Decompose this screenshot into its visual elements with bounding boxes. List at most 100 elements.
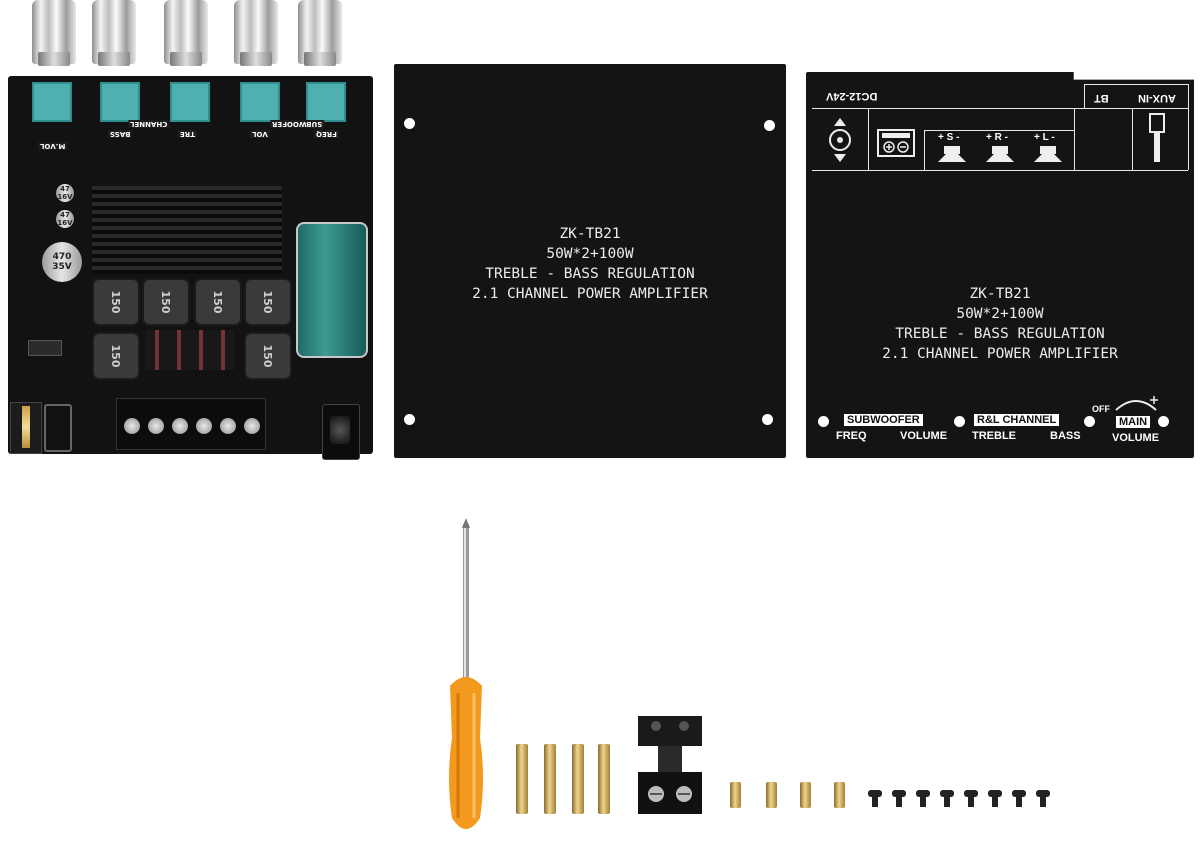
mounting-hole: [404, 118, 415, 129]
terminal-screw: [220, 418, 236, 434]
terminal-connector: [638, 716, 702, 814]
potentiometer: [306, 82, 346, 122]
label-aux-in: AUX-IN: [1138, 92, 1176, 104]
label-main-volume: VOLUME: [1112, 432, 1160, 444]
inductor: 150: [142, 278, 190, 326]
terminal-screw: [196, 418, 212, 434]
grid-line: [1132, 108, 1133, 170]
main-capacitor: [296, 222, 368, 358]
silk-label-subwoofer: SUBWOOFER: [270, 120, 325, 128]
aux-jack-pins: [22, 406, 30, 448]
grid-line: [1074, 108, 1188, 109]
label-dc-input: DC12-24V: [826, 90, 878, 102]
label-speaker-sub: + S -: [938, 132, 960, 143]
knob-hole: [818, 416, 829, 427]
knob-hole: [954, 416, 965, 427]
grid-line: [1084, 84, 1188, 85]
plate-model: ZK-TB21: [559, 226, 621, 242]
cover-plate-back: DC12-24V BT AUX-IN + S - + R - + L - ZK-…: [806, 72, 1194, 458]
silk-label-tre: TRE: [178, 130, 197, 138]
speaker-icon: [1034, 146, 1062, 162]
brass-standoff: [598, 744, 610, 814]
grid-line: [924, 130, 925, 170]
plate-text-block: ZK-TB21 50W*2+100W TREBLE - BASS REGULAT…: [806, 284, 1194, 364]
plate-model: ZK-TB21: [969, 286, 1031, 302]
plate-description: 2.1 CHANNEL POWER AMPLIFIER: [472, 286, 708, 302]
black-screws: [868, 790, 1050, 807]
amplifier-board: M.VOL CHANNEL BASS TRE SUBWOOFER VOL FRE…: [0, 0, 380, 460]
cover-plate-front: ZK-TB21 50W*2+100W TREBLE - BASS REGULAT…: [394, 64, 786, 458]
label-treble: TREBLE: [972, 430, 1016, 442]
plate-power: 50W*2+100W: [956, 306, 1044, 322]
bluetooth-antenna: [44, 404, 72, 452]
plate-power: 50W*2+100W: [546, 246, 634, 262]
label-freq: FREQ: [836, 430, 867, 442]
electrolytic-capacitor: 470 35V: [42, 242, 82, 282]
heatsink: [92, 186, 282, 274]
grid-line: [1188, 84, 1189, 170]
grid-line: [812, 108, 1074, 109]
brass-standoff-small: [800, 782, 811, 808]
volume-arc-icon: [1115, 396, 1158, 411]
terminal-screw: [124, 418, 140, 434]
mounting-hole: [764, 120, 775, 131]
plate-top-right: [1074, 78, 1194, 98]
silk-label-bass: BASS: [108, 130, 133, 138]
label-rl-channel: R&L CHANNEL: [974, 414, 1060, 426]
brass-standoff: [572, 744, 584, 814]
inductor: 150: [92, 278, 140, 326]
brass-standoff-small: [766, 782, 777, 808]
terminal-screw: [244, 418, 260, 434]
label-bt: BT: [1094, 92, 1109, 104]
grid-line: [868, 108, 869, 170]
label-sub-volume: VOLUME: [900, 430, 948, 442]
label-main: MAIN: [1116, 416, 1151, 428]
label-bass: BASS: [1050, 430, 1081, 442]
plate-regulation: TREBLE - BASS REGULATION: [485, 266, 695, 282]
mounting-hole: [404, 414, 415, 425]
knob-subwoofer-freq: [298, 0, 342, 66]
small-capacitor: 47 16V: [56, 184, 74, 202]
power-terminal-icon: [877, 129, 915, 157]
brass-standoff: [516, 744, 528, 814]
terminal-screw: [148, 418, 164, 434]
grid-line: [812, 170, 1188, 171]
silk-label-mvol: M.VOL: [38, 142, 68, 150]
potentiometer: [32, 82, 72, 122]
terminal-screw: [172, 418, 188, 434]
chip: [28, 340, 62, 356]
inductor: 150: [244, 332, 292, 380]
screwdriver: [449, 518, 483, 829]
potentiometer: [170, 82, 210, 122]
plate-regulation: TREBLE - BASS REGULATION: [895, 326, 1105, 342]
mounting-hole: [762, 414, 773, 425]
potentiometer: [240, 82, 280, 122]
label-speaker-right: + R -: [986, 132, 1008, 143]
aux-plug-icon: [1149, 113, 1165, 162]
speaker-terminal-block: [116, 398, 266, 450]
label-subwoofer: SUBWOOFER: [844, 414, 923, 426]
knob-hole: [1084, 416, 1095, 427]
potentiometer: [100, 82, 140, 122]
knob-hole: [1158, 416, 1169, 427]
dc-jack-inner: [330, 416, 350, 444]
dc-polarity-icon: [829, 118, 851, 162]
speaker-icon: [938, 146, 966, 162]
silk-label-channel: CHANNEL: [128, 120, 170, 128]
brass-standoff-small: [730, 782, 741, 808]
label-off: OFF: [1092, 404, 1110, 414]
small-capacitor: 47 16V: [56, 210, 74, 228]
inductor: 150: [244, 278, 292, 326]
silk-label-vol: VOL: [250, 130, 270, 138]
plate-description: 2.1 CHANNEL POWER AMPLIFIER: [882, 346, 1118, 362]
plate-text-block: ZK-TB21 50W*2+100W TREBLE - BASS REGULAT…: [394, 224, 786, 304]
knob-subwoofer-volume: [234, 0, 278, 66]
inductor: 150: [194, 278, 242, 326]
grid-line: [1074, 108, 1075, 170]
knob-bass: [92, 0, 136, 66]
grid-line: [924, 130, 1074, 131]
label-speaker-left: + L -: [1034, 132, 1055, 143]
speaker-icon: [986, 146, 1014, 162]
silk-label-freq: FREQ: [314, 130, 339, 138]
knob-main-volume: [32, 0, 76, 66]
